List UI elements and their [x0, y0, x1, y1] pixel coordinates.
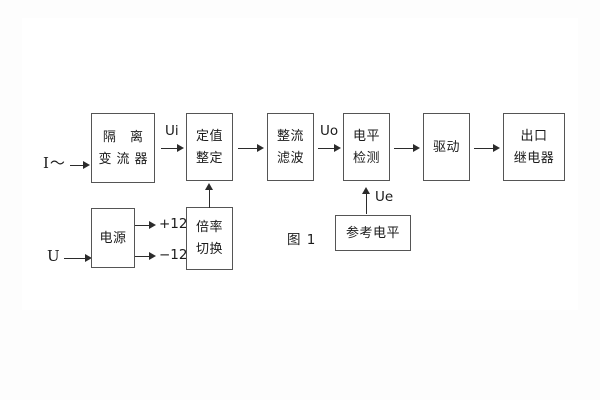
block-isolation-ct-line-2: 变流器 — [98, 151, 153, 167]
setting-to-rectify-line — [238, 148, 258, 149]
block-level-detect[interactable]: 电平 检测 — [343, 113, 390, 181]
block-reference-level-line-1: 参考电平 — [345, 225, 400, 241]
rail-pos-line — [135, 225, 150, 226]
setting-to-rectify-arrow — [257, 144, 264, 152]
block-setting-value-line-2: 整定 — [195, 150, 223, 166]
uo-label: Uo — [320, 123, 339, 139]
block-isolation-ct-line-1: 隔 离 — [102, 129, 149, 145]
block-level-detect-line-2: 检测 — [352, 150, 380, 166]
voltage-input-label: U — [47, 247, 61, 265]
block-drive[interactable]: 驱动 — [423, 113, 470, 181]
block-rectify-filter-line-1: 整流 — [276, 128, 304, 144]
multiplier-to-setting-line — [209, 189, 210, 208]
figure-caption: 图 1 — [287, 232, 317, 248]
block-power-supply-line-1: 电源 — [99, 230, 127, 246]
current-input-arrow — [83, 161, 90, 169]
block-power-supply[interactable]: 电源 — [91, 208, 135, 268]
block-isolation-ct[interactable]: 隔 离 变流器 — [91, 113, 155, 183]
multiplier-to-setting-arrow — [205, 183, 213, 190]
block-setting-value-line-1: 定值 — [195, 128, 223, 144]
drive-to-relay-arrow — [493, 144, 500, 152]
reference-to-level-line — [366, 194, 367, 214]
current-input-label: I～ — [43, 154, 66, 172]
current-input-line — [70, 165, 84, 166]
voltage-input-line — [64, 258, 86, 259]
block-rectify-filter-line-2: 滤波 — [276, 150, 304, 166]
block-rectify-filter[interactable]: 整流 滤波 — [267, 113, 314, 181]
block-output-relay-line-1: 出口 — [520, 128, 548, 144]
block-multiplier-switch-line-1: 倍率 — [195, 220, 223, 235]
block-output-relay[interactable]: 出口 继电器 — [503, 113, 565, 181]
level-to-drive-arrow — [413, 144, 420, 152]
uo-line — [318, 148, 335, 149]
ui-arrow — [177, 144, 184, 152]
rail-neg-arrow — [149, 252, 156, 260]
rail-neg-line — [135, 256, 150, 257]
ue-label: Ue — [375, 189, 394, 205]
voltage-input-arrow — [85, 254, 92, 262]
block-level-detect-line-1: 电平 — [352, 128, 380, 144]
level-to-drive-line — [394, 148, 414, 149]
block-reference-level[interactable]: 参考电平 — [335, 215, 411, 251]
block-multiplier-switch-line-2: 切换 — [195, 242, 223, 257]
diagram-stage: I～ 隔 离 变流器 Ui 定值 整定 整流 滤波 Uo 电平 — [22, 18, 578, 310]
block-setting-value[interactable]: 定值 整定 — [186, 113, 233, 181]
block-multiplier-switch[interactable]: 倍率 切换 — [186, 207, 233, 270]
block-drive-line-1: 驱动 — [432, 139, 460, 155]
block-output-relay-line-2: 继电器 — [513, 150, 555, 166]
ui-label: Ui — [165, 123, 179, 139]
reference-to-level-arrow — [362, 187, 370, 194]
rail-pos-arrow — [149, 221, 156, 229]
ui-line — [161, 148, 178, 149]
drive-to-relay-line — [474, 148, 494, 149]
uo-arrow — [334, 144, 341, 152]
